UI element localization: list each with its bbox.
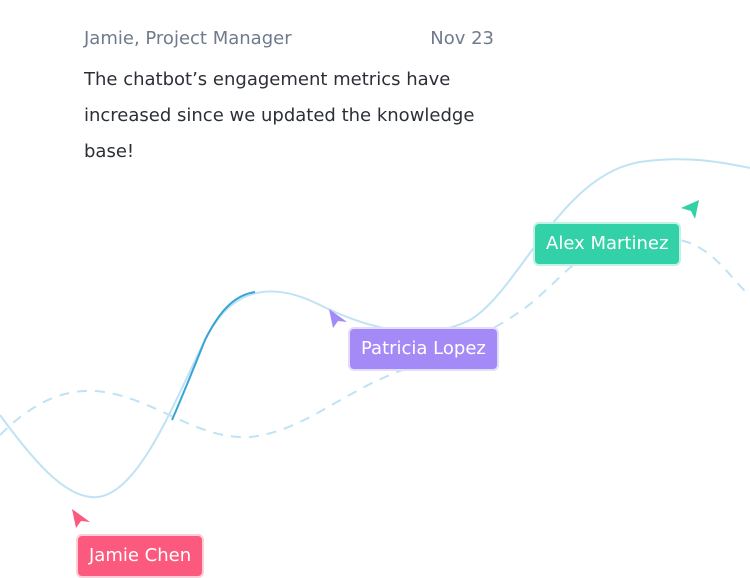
cursor-label-patricia: Patricia Lopez — [348, 327, 499, 371]
solid-wave-accent — [171, 291, 256, 421]
comment-date: Nov 23 — [430, 28, 494, 49]
cursor-label-jamie: Jamie Chen — [76, 534, 205, 578]
cursor-arrow-icon — [681, 200, 699, 219]
cursor-name: Alex Martinez — [546, 233, 669, 254]
comment-header: Jamie, Project Manager Nov 23 — [84, 26, 494, 52]
cursor-name: Jamie Chen — [89, 545, 192, 566]
comment-author: Jamie, Project Manager — [84, 28, 292, 49]
cursor-arrow-icon — [72, 509, 90, 528]
comment-text: The chatbot’s engagement metrics have in… — [84, 69, 475, 162]
solid-wave — [0, 158, 750, 499]
comment-card: Jamie, Project Manager Nov 23 The chatbo… — [84, 26, 494, 170]
cursor-arrow-icon — [329, 309, 347, 328]
cursor-label-alex: Alex Martinez — [533, 222, 682, 266]
cursor-name: Patricia Lopez — [361, 338, 486, 359]
